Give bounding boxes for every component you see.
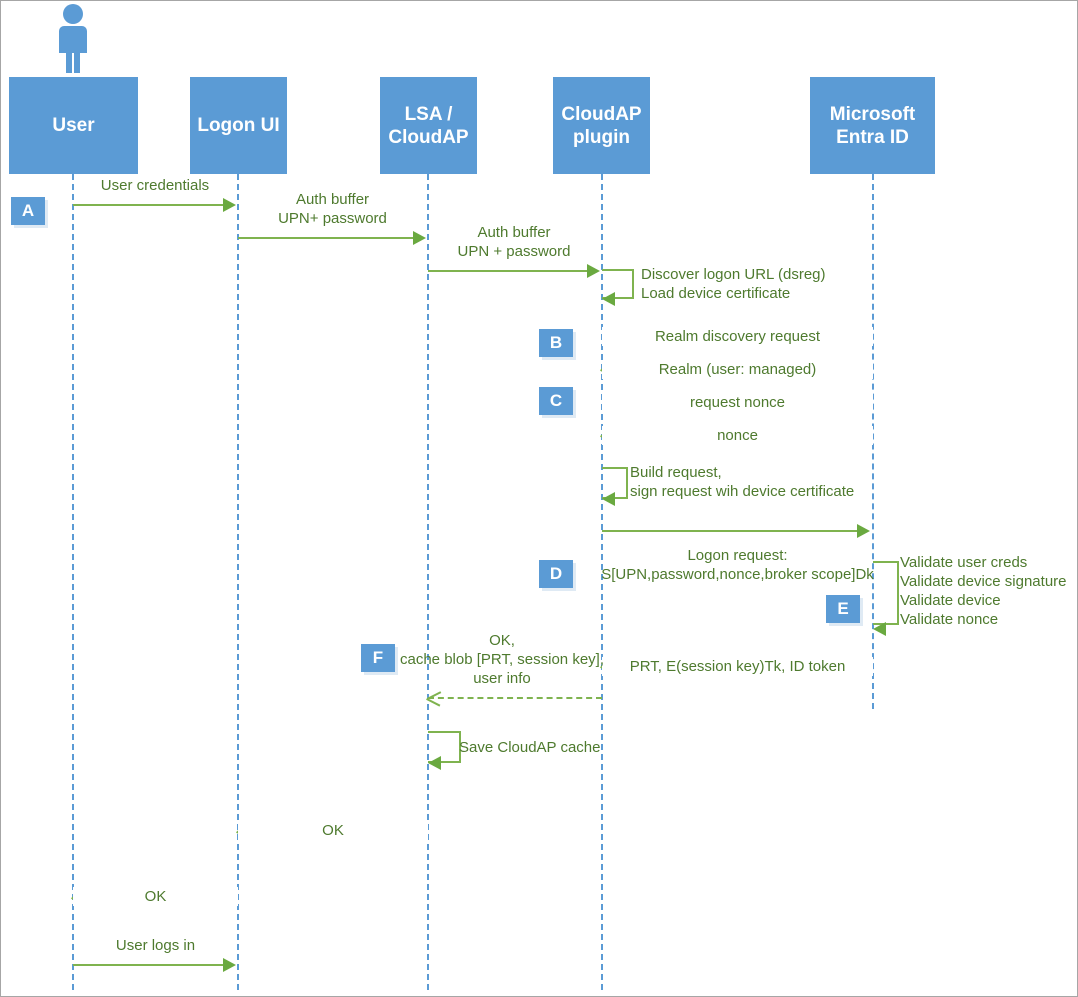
message-line-user-logs-in <box>73 964 225 966</box>
step-chip-f: F <box>361 644 395 672</box>
actor-box-microsoft-entra-id[interactable]: Microsoft Entra ID <box>810 77 935 174</box>
message-label-prt-session-key-id-token: PRT, E(session key)Tk, ID token <box>602 657 873 676</box>
message-label-build-sign-request: Build request, sign request wih device c… <box>630 464 855 500</box>
message-arrowhead-logon-request <box>857 524 870 538</box>
message-label-validate-list: Validate user creds Validate device sign… <box>900 554 1067 628</box>
message-label-ok-logonui-to-user: OK <box>73 887 238 906</box>
message-label-user-logs-in: User logs in <box>115 937 196 954</box>
message-arrowhead-auth-buffer-1 <box>413 231 426 245</box>
message-label-realm-discovery-request: Realm discovery request <box>602 327 873 346</box>
message-label-auth-buffer-2: Auth buffer UPN + password <box>457 224 571 260</box>
step-chip-d: D <box>539 560 573 588</box>
step-chip-c: C <box>539 387 573 415</box>
selfcall-bracket-validate <box>873 561 899 625</box>
lifeline-microsoft-entra <box>872 174 874 709</box>
message-label-save-cloudap-cache: Save CloudAP cache <box>459 739 601 756</box>
message-label-request-nonce: request nonce <box>602 393 873 412</box>
message-label-logon-request: Logon request: S[UPN,password,nonce,brok… <box>601 547 874 583</box>
message-arrowhead-ok-cache-blob <box>427 690 441 706</box>
user-person-icon <box>49 3 97 73</box>
message-line-logon-request <box>602 530 859 532</box>
selfcall-arrowhead-validate <box>873 622 886 636</box>
message-label-realm-user-managed: Realm (user: managed) <box>602 360 873 379</box>
step-chip-e: E <box>826 595 860 623</box>
lifeline-cloudap-plugin <box>601 174 603 990</box>
selfcall-arrowhead-build-sign-request <box>602 492 615 506</box>
message-label-user-credentials: User credentials <box>100 177 210 194</box>
message-arrowhead-auth-buffer-2 <box>587 264 600 278</box>
actor-box-lsa-cloudap[interactable]: LSA / CloudAP <box>380 77 477 174</box>
lifeline-logon-ui <box>237 174 239 990</box>
message-label-discover-logon-url: Discover logon URL (dsreg) Load device c… <box>641 266 826 302</box>
message-label-auth-buffer-1: Auth buffer UPN+ password <box>278 191 387 227</box>
actor-box-user[interactable]: User <box>9 77 138 174</box>
message-line-auth-buffer-2 <box>428 270 589 272</box>
lifeline-user <box>72 174 74 990</box>
selfcall-arrowhead-save-cloudap-cache <box>428 756 441 770</box>
lifeline-lsa-cloudap <box>427 174 429 990</box>
message-line-ok-cache-blob <box>428 697 602 699</box>
step-chip-b: B <box>539 329 573 357</box>
message-arrowhead-user-credentials <box>223 198 236 212</box>
message-label-ok-lsa-to-logonui: OK <box>238 821 428 840</box>
selfcall-bracket-build-sign-request <box>602 467 628 499</box>
selfcall-arrowhead-discover-logon-url <box>602 292 615 306</box>
message-label-ok-cache-blob: OK, cache blob [PRT, session key], user … <box>400 632 604 687</box>
message-arrowhead-user-logs-in <box>223 958 236 972</box>
step-chip-a: A <box>11 197 45 225</box>
message-label-nonce: nonce <box>602 426 873 445</box>
actor-box-logon-ui[interactable]: Logon UI <box>190 77 287 174</box>
actor-box-cloudap-plugin[interactable]: CloudAP plugin <box>553 77 650 174</box>
message-line-user-credentials <box>73 204 225 206</box>
selfcall-bracket-save-cloudap-cache <box>428 731 461 763</box>
message-line-auth-buffer-1 <box>238 237 415 239</box>
selfcall-bracket-discover-logon-url <box>602 269 634 299</box>
